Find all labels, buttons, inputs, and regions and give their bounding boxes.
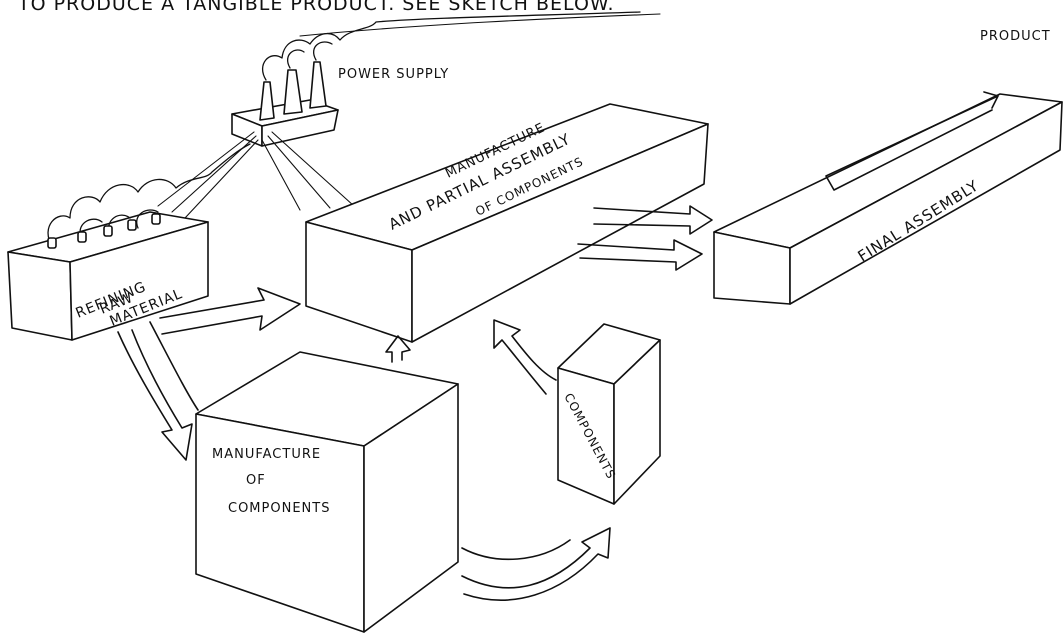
- caption-underline: [299, 13, 661, 37]
- arrow-assembly-to-final-1: [593, 205, 713, 235]
- svg-text:MANUFACTURE: MANUFACTURE: [212, 447, 321, 462]
- svg-text:COMPONENTS: COMPONENTS: [228, 501, 330, 516]
- svg-text:OF: OF: [246, 473, 266, 488]
- components-manufacture-label: MANUFACTURE OF COMPONENTS: [212, 447, 330, 516]
- arrow-components-cube-to-assembly: [493, 319, 557, 395]
- power-lines: [157, 131, 355, 219]
- stack-4: [127, 219, 137, 231]
- power-supply-label: POWER SUPPLY: [338, 67, 449, 82]
- stack-3: [103, 225, 113, 237]
- chimney-left: [259, 81, 275, 121]
- final-assembly-building: [713, 91, 1063, 305]
- product-arrow: [825, 91, 999, 191]
- stack-1: [47, 237, 57, 249]
- arrow-components-up: [385, 335, 411, 363]
- power-smoke: [261, 11, 641, 81]
- product-label: PRODUCT: [980, 29, 1051, 44]
- partial-assembly-building: [305, 103, 709, 343]
- caption-text: TO PRODUCE A TANGIBLE PRODUCT. SEE SKETC…: [17, 0, 615, 15]
- refining-smoke: [47, 143, 251, 247]
- stack-5: [151, 213, 161, 225]
- arrow-assembly-to-final-2: [577, 239, 703, 271]
- chimney-middle: [283, 69, 303, 115]
- arrow-refining-to-components: [117, 329, 193, 461]
- refining-building: [7, 143, 251, 341]
- flow-arrows: [117, 205, 713, 601]
- components-building: [557, 323, 661, 505]
- chimney-right: [309, 61, 327, 109]
- power-supply-building: [231, 11, 641, 147]
- stack-2: [77, 231, 87, 243]
- arrow-bottom-to-components: [461, 527, 611, 601]
- components-manufacture-building: [195, 351, 459, 633]
- arrow-refining-to-assembly: [159, 287, 301, 335]
